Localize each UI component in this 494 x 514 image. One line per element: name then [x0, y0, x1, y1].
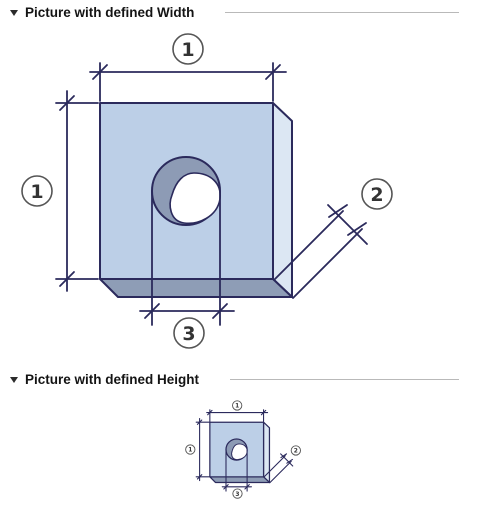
callout-thickness-label: 2: [370, 184, 383, 206]
plate-drawing-small: 1 1 2 3: [185, 400, 301, 499]
plate-bottom-face: [99, 278, 293, 298]
callout-hole-label: 3: [182, 323, 195, 345]
callout-thickness-label-small: 2: [294, 449, 298, 455]
section-title: Picture with defined Height: [25, 371, 200, 387]
callout-height-label-small: 1: [188, 448, 192, 454]
callout-thickness: [361, 178, 393, 210]
section-divider: [230, 379, 459, 380]
callout-height-label: 1: [30, 181, 43, 203]
callout-width: [172, 33, 204, 65]
section-header-height[interactable]: Picture with defined Height: [10, 369, 460, 389]
section-header-width[interactable]: Picture with defined Width: [10, 2, 460, 22]
callout-height: [21, 175, 53, 207]
callout-hole-label-small: 3: [235, 492, 239, 498]
plate-drawing-large: 1 1 2 3: [21, 33, 393, 349]
callout-width-label-small: 1: [235, 404, 239, 410]
section-divider: [225, 12, 459, 13]
callout-hole: [173, 317, 205, 349]
callout-width-label: 1: [181, 39, 194, 61]
collapse-triangle-icon[interactable]: [10, 376, 18, 383]
collapse-triangle-icon[interactable]: [10, 9, 18, 16]
section-title: Picture with defined Width: [25, 4, 195, 20]
hole-through-view: [169, 172, 221, 225]
plate-side-face: [272, 102, 293, 298]
